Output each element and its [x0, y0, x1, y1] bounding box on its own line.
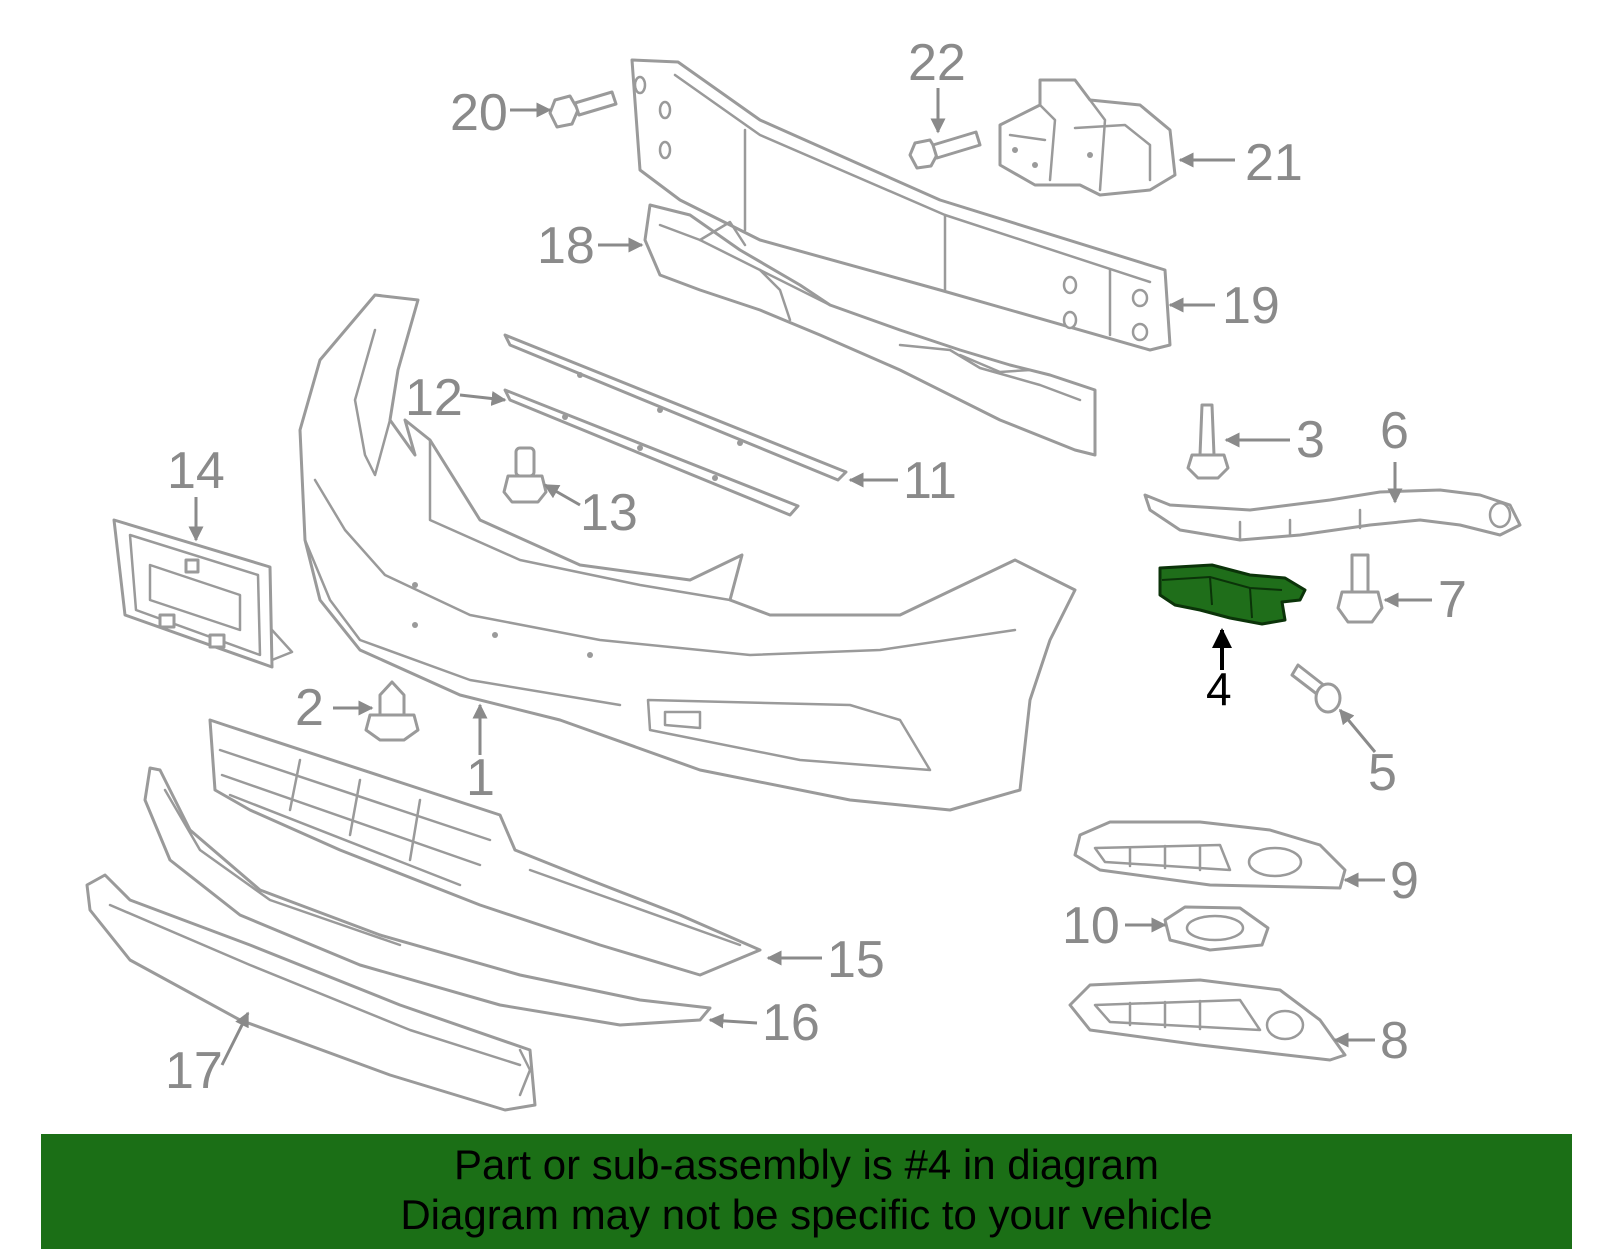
part-10-fog-cover[interactable] [1163, 905, 1270, 952]
banner-line-part-info: Part or sub-assembly is #4 in diagram [454, 1141, 1159, 1188]
part-9-fog-garnish[interactable] [1073, 820, 1347, 890]
callout-9: 9 [1390, 852, 1419, 910]
callout-labels: 20 22 21 18 19 12 11 13 14 3 6 7 5 2 1 9… [165, 34, 1467, 1100]
callout-3: 3 [1296, 411, 1325, 469]
callout-11: 11 [903, 452, 957, 510]
callout-16: 16 [762, 994, 820, 1052]
part-13-clip[interactable] [502, 446, 548, 504]
callout-17: 17 [165, 1042, 223, 1100]
callout-7: 7 [1438, 571, 1467, 629]
callout-20: 20 [450, 84, 508, 142]
banner-line-disclaimer: Diagram may not be specific to your vehi… [400, 1191, 1213, 1238]
part-15-lower-grille[interactable] [208, 718, 762, 977]
part-8-grille-garnish[interactable] [1068, 978, 1347, 1062]
part-20-bolt[interactable] [548, 90, 618, 129]
part-5-screw[interactable] [1290, 663, 1342, 714]
callout-21: 21 [1245, 134, 1303, 192]
callout-13: 13 [580, 484, 638, 542]
callout-12: 12 [405, 369, 463, 427]
part-16-lower-molding[interactable] [143, 766, 712, 1027]
part-4-highlighted-bracket[interactable] [1158, 563, 1307, 626]
callout-5: 5 [1368, 744, 1397, 802]
part-12-seal-strip[interactable] [503, 388, 800, 517]
part-22-bolt[interactable] [908, 130, 982, 170]
callout-15: 15 [827, 931, 885, 989]
callout-19: 19 [1222, 277, 1280, 335]
callout-4-highlighted: 4 [1206, 663, 1232, 715]
part-14-license-bracket[interactable] [112, 518, 294, 669]
info-banner: Part or sub-assembly is #4 in diagram Di… [41, 1134, 1572, 1249]
callout-6: 6 [1380, 402, 1409, 460]
part-3-bolt[interactable] [1186, 403, 1230, 480]
callout-10: 10 [1062, 897, 1120, 955]
callout-2: 2 [295, 679, 324, 737]
callout-1: 1 [466, 749, 495, 807]
part-2-clip[interactable] [364, 680, 420, 742]
part-21-bumper-stay[interactable] [998, 78, 1177, 197]
part-7-bolt[interactable] [1336, 553, 1384, 624]
part-1-bumper-cover[interactable] [298, 293, 1077, 812]
part-11-upper-strip[interactable] [503, 333, 848, 482]
callout-14: 14 [167, 442, 225, 500]
callout-22: 22 [908, 34, 966, 92]
callout-18: 18 [537, 217, 595, 275]
callout-8: 8 [1380, 1012, 1409, 1070]
part-19-reinforcement-beam[interactable] [630, 58, 1172, 352]
leader-lines [188, 88, 1432, 1066]
part-17-lower-spoiler[interactable] [85, 873, 537, 1112]
part-6-side-bracket[interactable] [1143, 488, 1522, 542]
part-18-energy-absorber[interactable] [643, 203, 1097, 457]
